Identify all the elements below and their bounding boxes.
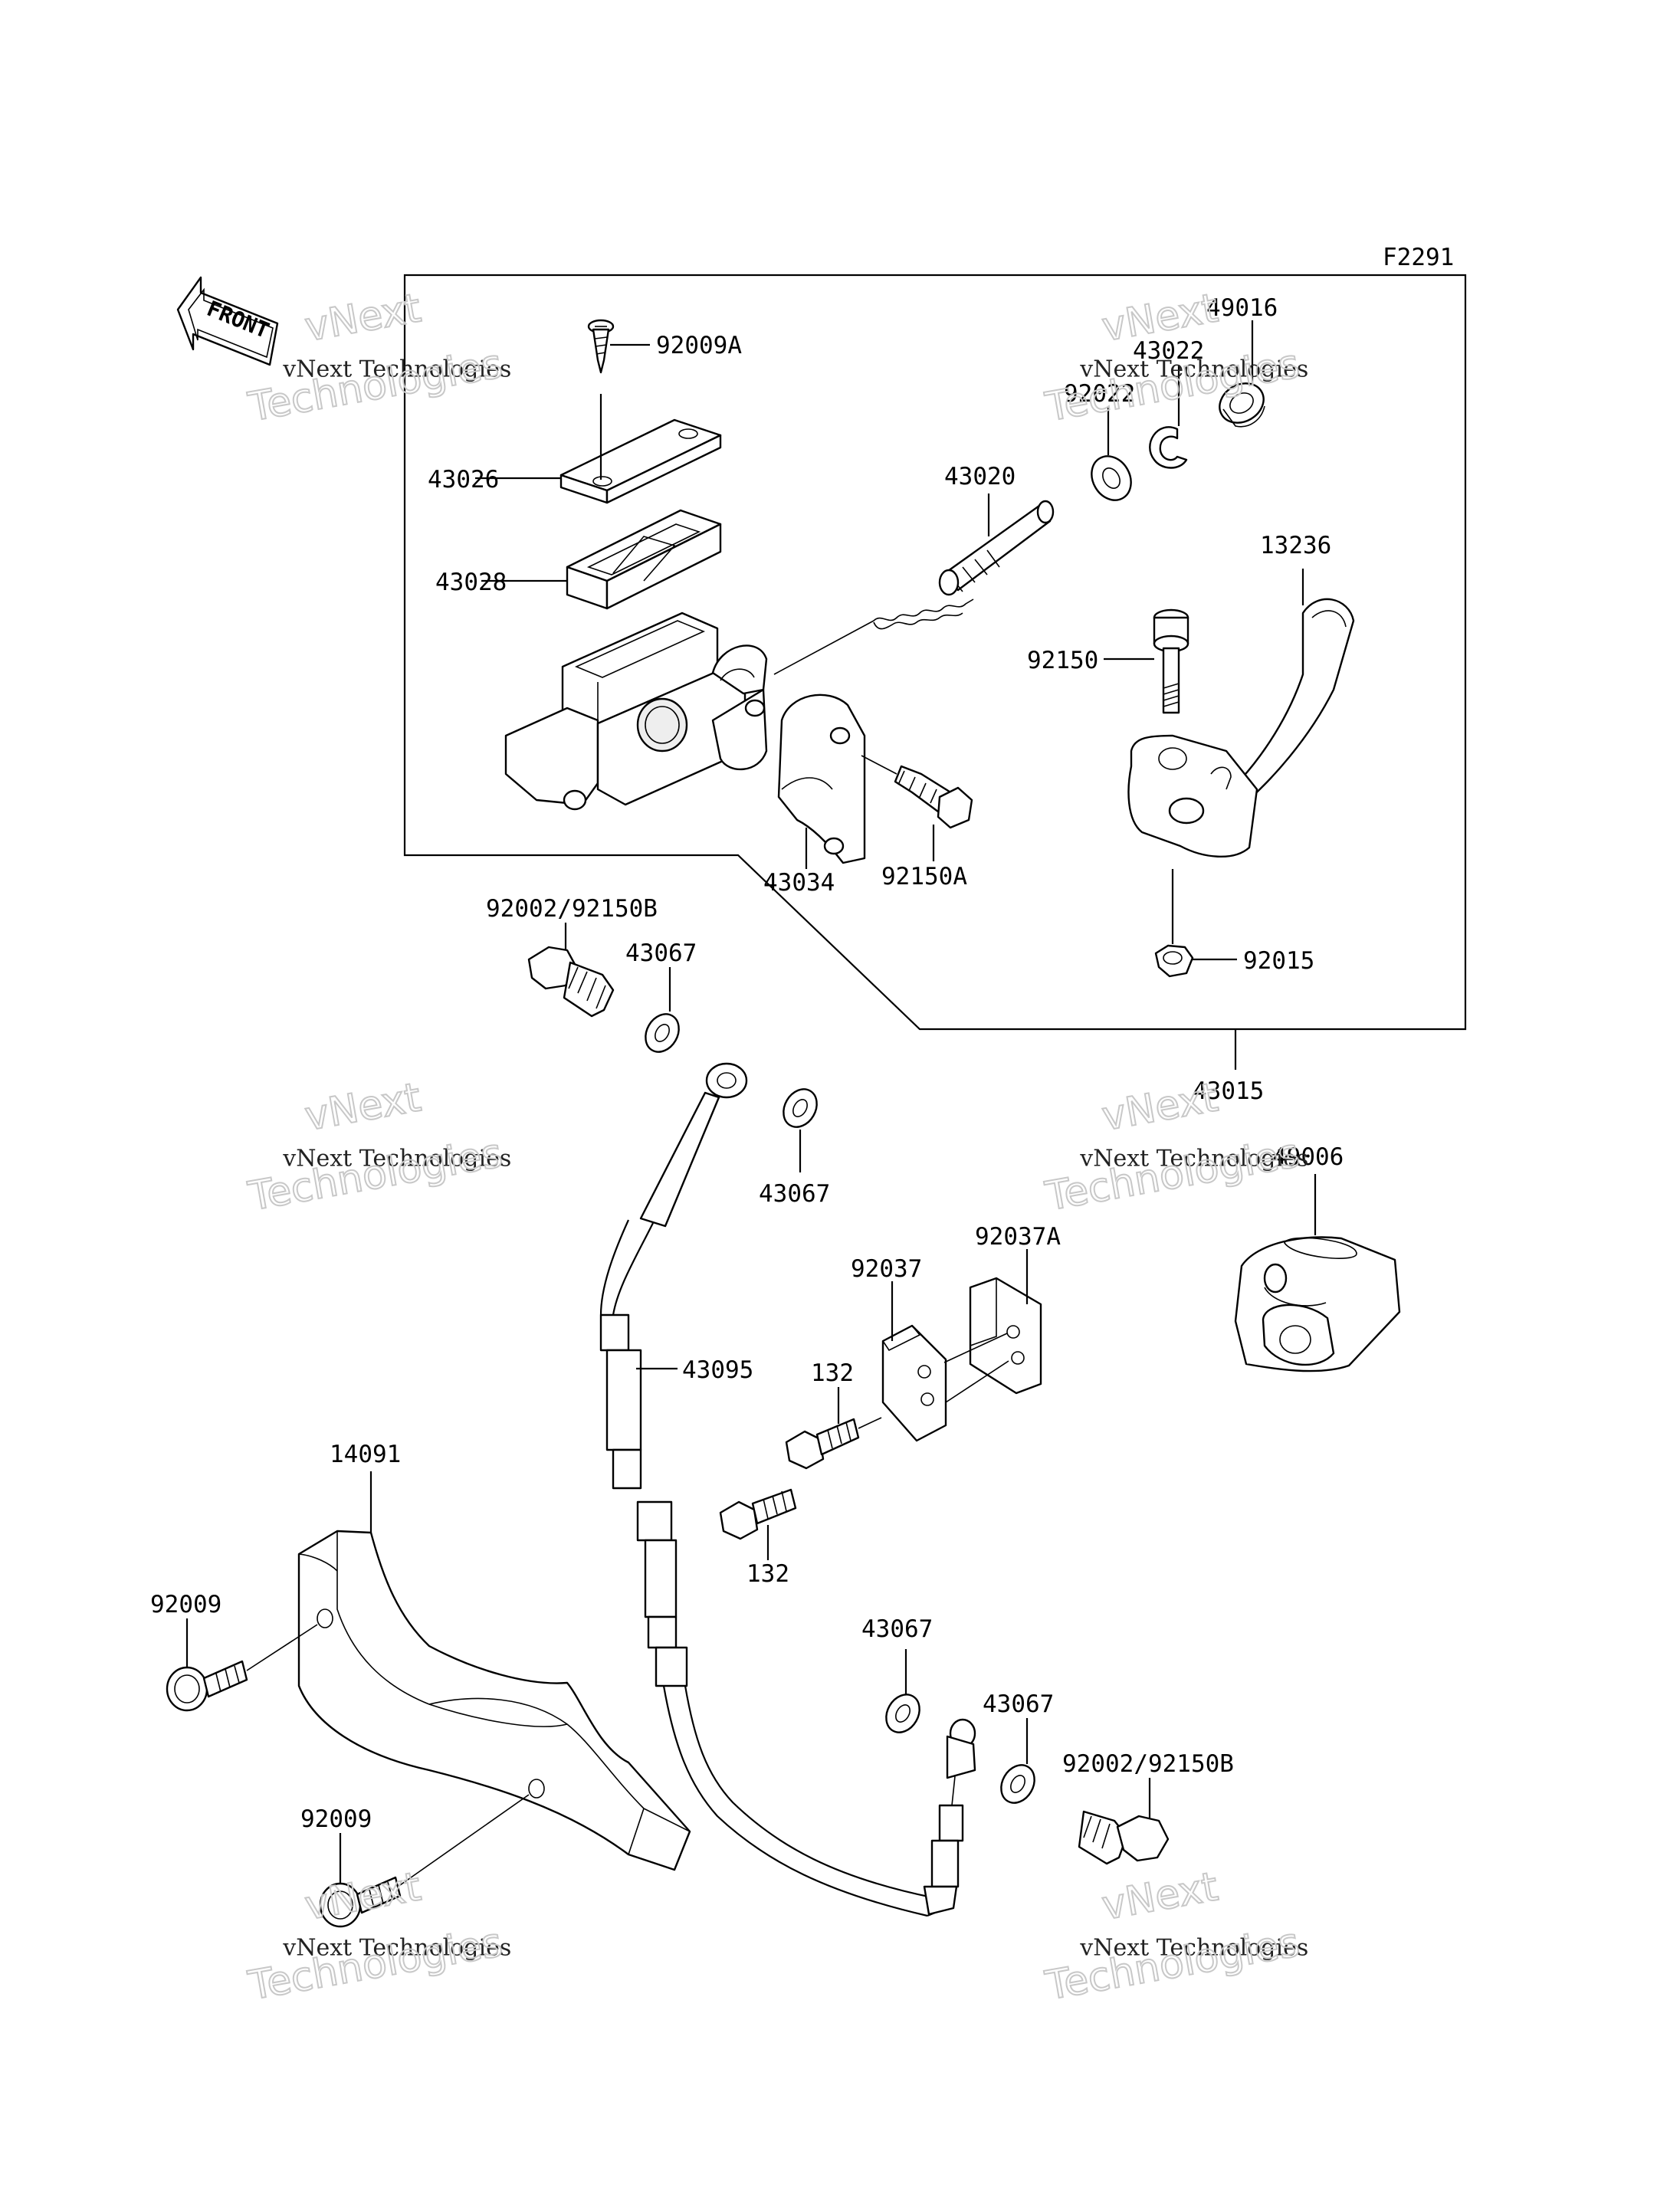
washer-43067-d-drawing bbox=[1000, 1764, 1035, 1804]
bolt-92009-a-drawing bbox=[166, 1624, 318, 1712]
watermark-1: vNext vNext Technologies Technologies bbox=[244, 284, 512, 431]
label-43067-d: 43067 bbox=[983, 1690, 1054, 1718]
label-92002-top: 92002/92150B bbox=[486, 895, 658, 923]
washer-43067-b-drawing bbox=[783, 1088, 818, 1128]
label-43026: 43026 bbox=[428, 466, 499, 494]
bolt-132-a-drawing bbox=[785, 1417, 882, 1470]
label-43015: 43015 bbox=[1193, 1077, 1264, 1105]
label-43095: 43095 bbox=[682, 1356, 753, 1384]
clamp-43034-drawing bbox=[777, 694, 866, 864]
circlip-43022-drawing bbox=[1149, 426, 1188, 469]
brake-hose-43095-drawing bbox=[599, 1062, 945, 1917]
label-92009-a: 92009 bbox=[150, 1591, 221, 1618]
bracket-92037-drawing bbox=[881, 1324, 947, 1442]
label-92150: 92150 bbox=[1027, 647, 1098, 674]
watermark-4-line2: vNext Technologies bbox=[1079, 1145, 1308, 1172]
watermark-5-line3: Technologies bbox=[245, 1920, 506, 2009]
bolt-92009-b-drawing bbox=[319, 1794, 530, 1928]
watermark-1-line1: vNext bbox=[302, 285, 425, 350]
lever-13236-drawing bbox=[1127, 598, 1355, 858]
label-92037A: 92037A bbox=[975, 1223, 1061, 1251]
diaphragm-43028-drawing bbox=[566, 509, 722, 610]
holder-49006-drawing bbox=[1234, 1236, 1401, 1372]
label-43020: 43020 bbox=[944, 463, 1016, 490]
diagram-code: F2291 bbox=[1383, 244, 1454, 271]
washer-43067-c-drawing bbox=[885, 1694, 920, 1733]
front-direction-arrow: FRONT bbox=[176, 276, 279, 366]
watermark-4-line3: Technologies bbox=[1042, 1130, 1303, 1220]
watermark-5-line2: vNext Technologies bbox=[282, 1934, 511, 1961]
label-92150A: 92150A bbox=[881, 863, 967, 890]
watermark-5: vNext vNext Technologies Technologies bbox=[244, 1863, 512, 2010]
label-92022: 92022 bbox=[1064, 380, 1135, 408]
watermark-6-line1: vNext bbox=[1099, 1864, 1222, 1929]
label-92037: 92037 bbox=[851, 1255, 922, 1283]
watermark-3-line1: vNext bbox=[302, 1074, 425, 1139]
watermark-3-line3: Technologies bbox=[245, 1130, 506, 1220]
bolt-132-b-drawing bbox=[719, 1488, 797, 1540]
hose-lower-fitting-drawing bbox=[923, 1718, 976, 1916]
label-92002-bottom: 92002/92150B bbox=[1062, 1750, 1234, 1778]
banjo-bolt-bottom-drawing bbox=[1078, 1810, 1170, 1865]
watermark-6-line2: vNext Technologies bbox=[1079, 1934, 1308, 1961]
bolt-92150A-drawing bbox=[861, 755, 973, 829]
washer-43067-a-drawing bbox=[645, 1013, 680, 1053]
label-49016: 49016 bbox=[1206, 294, 1278, 322]
label-132-b: 132 bbox=[746, 1560, 789, 1588]
watermark-1-line3: Technologies bbox=[245, 341, 506, 431]
label-43067-c: 43067 bbox=[861, 1615, 933, 1643]
bracket-92037A-drawing bbox=[943, 1277, 1042, 1403]
master-cylinder-body-drawing bbox=[504, 612, 768, 811]
boot-49016-drawing bbox=[1219, 382, 1265, 428]
piston-axis-line bbox=[773, 620, 874, 675]
label-14091: 14091 bbox=[330, 1441, 401, 1468]
washer-92022-drawing bbox=[1091, 455, 1132, 501]
watermark-3-line2: vNext Technologies bbox=[282, 1145, 511, 1172]
screw-92009A-drawing bbox=[587, 319, 615, 374]
label-13236: 13236 bbox=[1260, 532, 1331, 559]
label-43028: 43028 bbox=[435, 569, 507, 596]
label-92009-b: 92009 bbox=[300, 1805, 372, 1833]
guard-14091-drawing bbox=[297, 1530, 691, 1871]
assembly-boundary bbox=[403, 274, 1467, 1031]
watermark-1-line2: vNext Technologies bbox=[282, 356, 511, 382]
watermark-2-line2: vNext Technologies bbox=[1079, 356, 1308, 382]
watermark-4: vNext vNext Technologies Technologies bbox=[1042, 1074, 1309, 1221]
piston-43020-drawing bbox=[873, 500, 1055, 630]
label-43067-a: 43067 bbox=[625, 939, 697, 967]
pivot-bolt-92150-drawing bbox=[1153, 608, 1189, 714]
reservoir-cap-43026-drawing bbox=[559, 418, 722, 504]
label-43034: 43034 bbox=[763, 869, 835, 897]
label-132-a: 132 bbox=[811, 1359, 854, 1387]
watermark-6-line3: Technologies bbox=[1042, 1920, 1303, 2009]
watermark-3: vNext vNext Technologies Technologies bbox=[244, 1074, 512, 1221]
label-43022: 43022 bbox=[1133, 337, 1204, 365]
label-92015: 92015 bbox=[1243, 947, 1314, 975]
nut-92015-drawing bbox=[1154, 944, 1194, 978]
label-43067-b: 43067 bbox=[759, 1180, 830, 1208]
banjo-bolt-top-drawing bbox=[527, 946, 615, 1018]
watermark-5-line1: vNext bbox=[302, 1864, 425, 1929]
label-49006: 49006 bbox=[1272, 1143, 1344, 1171]
label-92009A: 92009A bbox=[656, 332, 742, 359]
watermark-4-line1: vNext bbox=[1099, 1074, 1222, 1139]
watermark-6: vNext vNext Technologies Technologies bbox=[1042, 1863, 1309, 2010]
